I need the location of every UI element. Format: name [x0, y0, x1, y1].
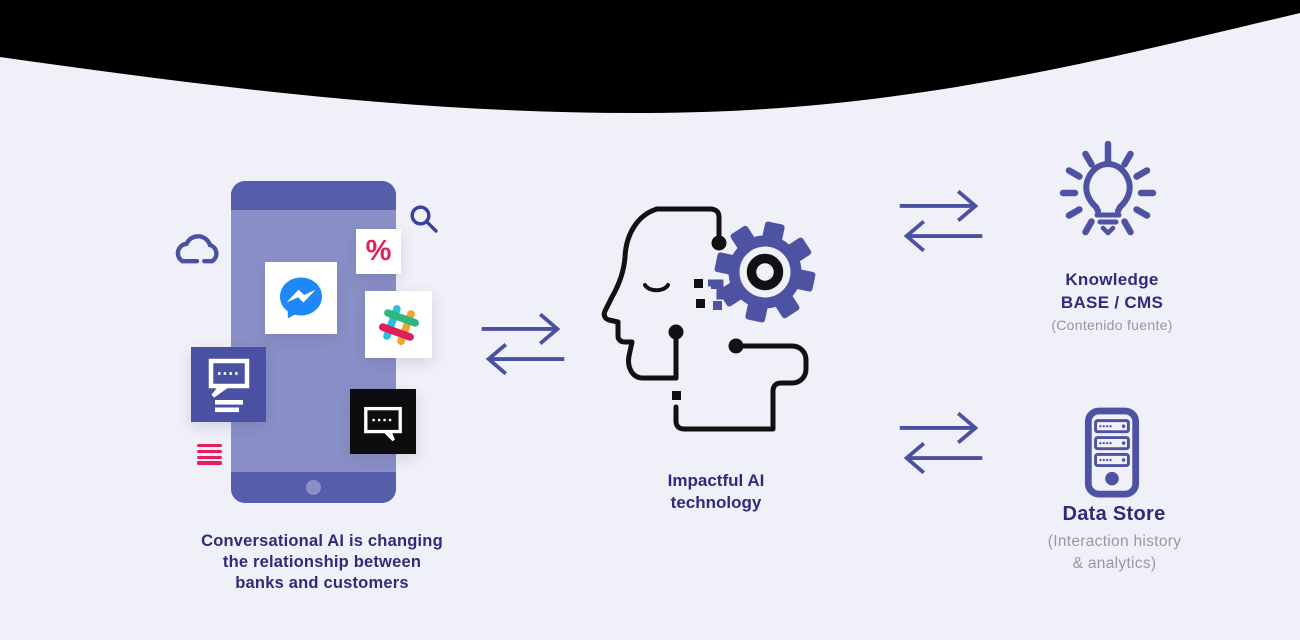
server-icon: [1084, 407, 1140, 498]
chat-bubble-black-icon: [364, 406, 402, 441]
arrows-phone-to-ai: [481, 312, 565, 376]
bulb-body: [1083, 161, 1133, 236]
percent-symbol: %: [365, 235, 392, 267]
arrows-ai-to-knowledge-base: [899, 189, 983, 253]
phone-home-button: [306, 480, 321, 495]
caption-line-1: Conversational AI is changing: [201, 532, 443, 550]
caption-line-2: the relationship between: [222, 553, 422, 571]
knowledge-base-title-line-2: BASE / CMS: [1060, 293, 1164, 312]
cloud-icon: [175, 234, 219, 264]
percent-badge: %: [356, 229, 401, 274]
circuit-nodes-purple: [711, 280, 722, 310]
circuit-nodes: [668, 235, 744, 400]
knowledge-base-title: Knowledge BASE / CMS: [1032, 268, 1192, 314]
chat-bubble-purple-icon: [208, 358, 249, 413]
caption-line-3: banks and customers: [235, 574, 409, 592]
data-store-subtitle-line-2: & analytics): [1072, 555, 1157, 572]
phone-bottom-bar: [231, 472, 396, 503]
menu-lines-icon: [197, 444, 222, 467]
ai-head-gear-icon: [601, 206, 816, 432]
knowledge-base-subtitle: (Contenido fuente): [1051, 317, 1173, 333]
top-wave-shape: [0, 0, 1300, 114]
lightbulb-rays-icon: [1059, 141, 1157, 236]
ai-label-line-1: Impactful AI: [667, 471, 765, 490]
slack-icon: [378, 304, 419, 345]
data-store-subtitle: (Interaction history & analytics): [1022, 531, 1207, 575]
data-store-title: Data Store: [1062, 503, 1166, 525]
head-profile: [601, 206, 809, 432]
messenger-icon: [280, 277, 322, 319]
slack-tile: [365, 291, 432, 358]
chat-tile-black: [350, 389, 416, 454]
data-store-subtitle-line-1: (Interaction history: [1047, 533, 1182, 550]
phone-top-bar: [231, 181, 396, 210]
server-slot-dots: [1099, 424, 1126, 486]
messenger-tile: [265, 262, 337, 334]
ai-label: Impactful AI technology: [616, 470, 816, 514]
bulb-rays: [1059, 141, 1157, 236]
knowledge-base-title-line-1: Knowledge: [1065, 270, 1159, 289]
phone-caption: Conversational AI is changing the relati…: [172, 531, 472, 594]
server-slots: [1094, 419, 1130, 468]
gear-glyph: [708, 221, 816, 323]
arrows-ai-to-data-store: [899, 411, 983, 475]
ai-label-line-2: technology: [670, 493, 762, 512]
chat-tile-purple: [191, 347, 266, 422]
search-icon: [410, 205, 438, 233]
